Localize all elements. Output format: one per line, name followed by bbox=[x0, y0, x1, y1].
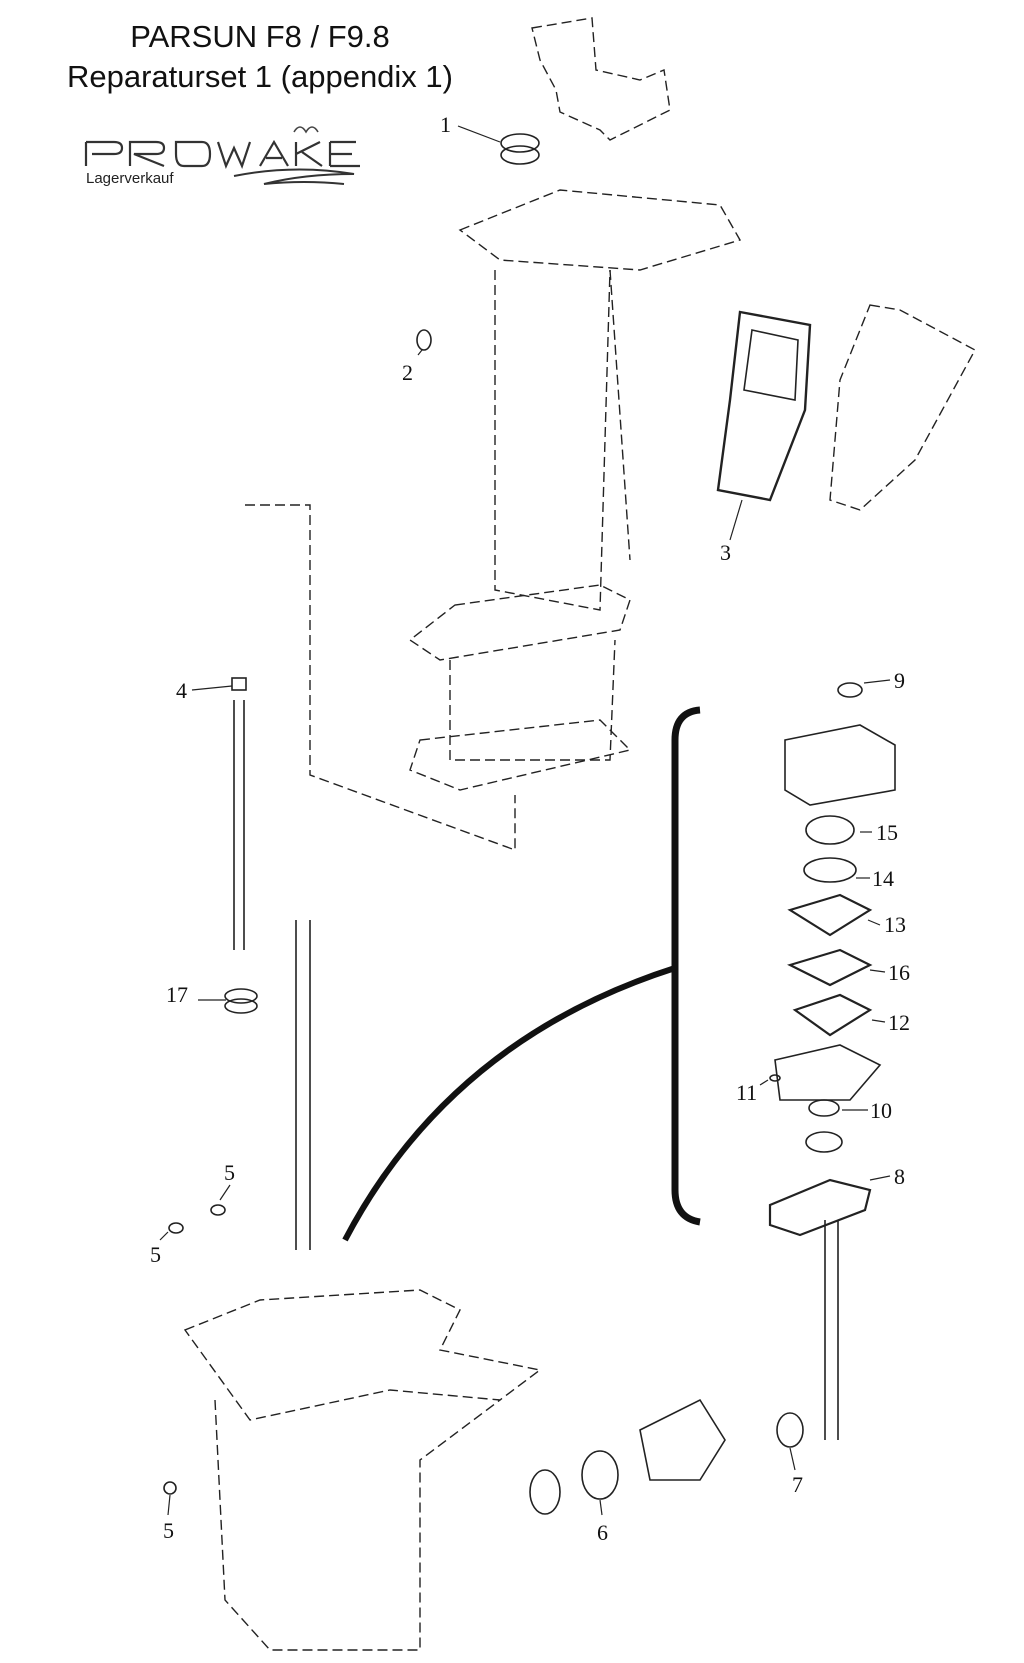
callout-5b: 5 bbox=[150, 1242, 161, 1267]
part-9 bbox=[837, 682, 863, 698]
o-ring bbox=[805, 1131, 843, 1153]
callout-15: 15 bbox=[876, 820, 898, 845]
callout-5a: 5 bbox=[224, 1160, 235, 1185]
callout-10: 10 bbox=[870, 1098, 892, 1123]
guide-line bbox=[245, 504, 516, 852]
drive-shaft bbox=[295, 920, 311, 1250]
callout-14: 14 bbox=[872, 866, 894, 891]
gearcase-body bbox=[214, 1399, 501, 1651]
gearcase-top bbox=[183, 1289, 542, 1421]
part-4 bbox=[231, 677, 247, 691]
part-8 bbox=[768, 1178, 872, 1237]
callout-16: 16 bbox=[888, 960, 910, 985]
bearing bbox=[529, 1469, 561, 1515]
upper-bracket bbox=[531, 17, 671, 141]
callout-12: 12 bbox=[888, 1010, 910, 1035]
part-11 bbox=[769, 1074, 781, 1082]
callout-1: 1 bbox=[440, 112, 451, 137]
callout-3: 3 bbox=[720, 540, 731, 565]
gasket-3 bbox=[716, 310, 812, 502]
callout-2: 2 bbox=[402, 360, 413, 385]
page-subtitle: Reparaturset 1 (appendix 1) bbox=[66, 59, 453, 94]
part-10 bbox=[808, 1099, 840, 1117]
side-bracket bbox=[829, 304, 976, 511]
assembly-connector bbox=[342, 965, 676, 1242]
logo-subtitle: Lagerverkauf bbox=[86, 170, 174, 187]
driveshaft-housing bbox=[494, 269, 611, 611]
callout-11: 11 bbox=[736, 1080, 757, 1105]
part-14 bbox=[803, 857, 857, 883]
assembly-brace bbox=[671, 706, 701, 1226]
callout-9: 9 bbox=[894, 668, 905, 693]
callout-8: 8 bbox=[894, 1164, 905, 1189]
page-title: PARSUN F8 / F9.8 bbox=[130, 19, 390, 54]
part-2 bbox=[416, 329, 432, 351]
anti-cavitation-plate bbox=[408, 584, 631, 661]
part-5b bbox=[168, 1222, 184, 1234]
pump-housing bbox=[784, 724, 896, 806]
callout-5c: 5 bbox=[163, 1518, 174, 1543]
callout-4: 4 bbox=[176, 678, 187, 703]
upper-mount-plate bbox=[458, 189, 742, 271]
part-12 bbox=[792, 993, 873, 1037]
prowake-logo bbox=[84, 126, 360, 185]
callout-17: 17 bbox=[166, 982, 188, 1007]
part-1 bbox=[500, 133, 540, 153]
callout-13: 13 bbox=[884, 912, 906, 937]
part-5a bbox=[210, 1204, 226, 1216]
part-7 bbox=[776, 1412, 804, 1448]
part-6 bbox=[581, 1450, 619, 1500]
callout-6: 6 bbox=[597, 1520, 608, 1545]
callout-7: 7 bbox=[792, 1472, 803, 1497]
part-15 bbox=[805, 815, 855, 845]
part-16 bbox=[787, 948, 873, 987]
water-tube bbox=[233, 700, 245, 950]
bearing-carrier bbox=[639, 1398, 726, 1481]
part-5c bbox=[163, 1481, 177, 1495]
part-13 bbox=[787, 893, 873, 937]
pump-plate bbox=[774, 1044, 882, 1101]
part-17 bbox=[224, 988, 258, 1004]
